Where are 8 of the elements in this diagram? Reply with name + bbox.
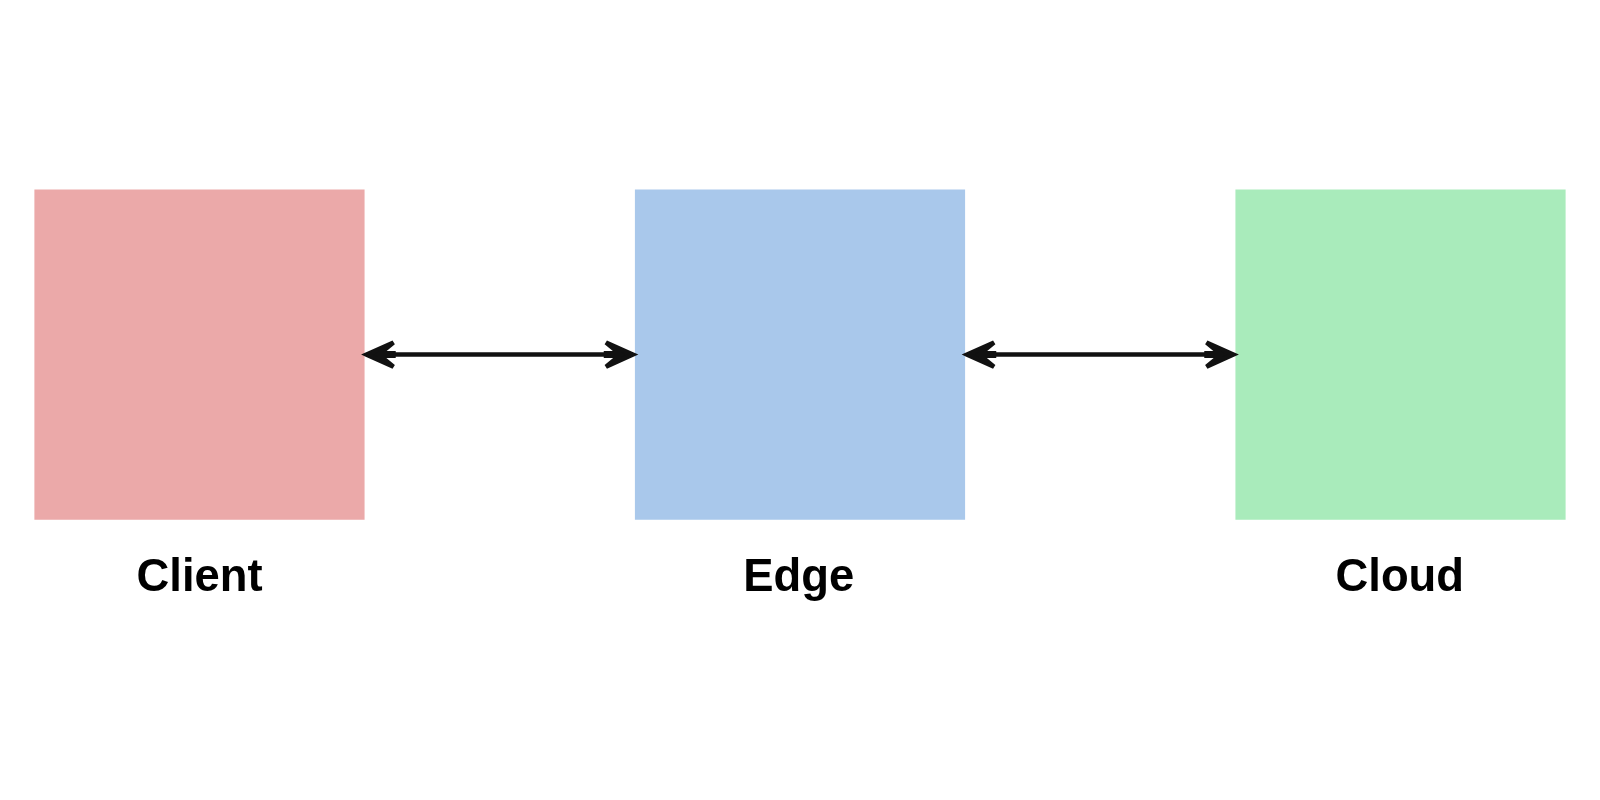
- arrow: [964, 340, 1236, 369]
- node-box: [634, 189, 966, 520]
- node-box: [1235, 189, 1566, 520]
- node-label: Client: [136, 550, 263, 602]
- node-label: Cloud: [1335, 550, 1465, 602]
- node-label: Edge: [743, 550, 855, 602]
- node-box: [34, 189, 365, 520]
- arrow: [364, 340, 636, 369]
